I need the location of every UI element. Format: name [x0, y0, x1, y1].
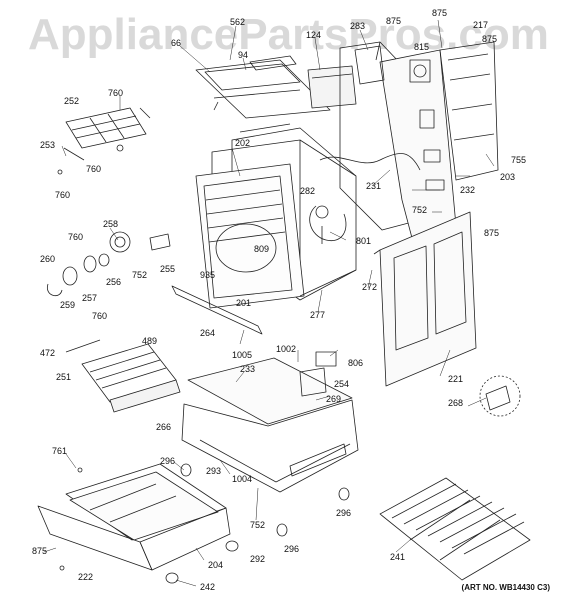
side-panel — [373, 211, 477, 387]
part-label: 266 — [156, 422, 172, 432]
top-panel — [307, 65, 357, 109]
part-label: 201 — [236, 298, 252, 308]
part-label: 562 — [230, 17, 246, 27]
part-label: 94 — [238, 50, 249, 60]
thermostat-parts — [46, 231, 171, 297]
part-label: 292 — [250, 554, 266, 564]
part-label: 1004 — [232, 474, 253, 484]
oven-cavity — [195, 123, 357, 309]
oven-bottom-base — [181, 351, 359, 493]
watermark-text: AppliancePartsPros.com — [28, 10, 549, 59]
part-label: 66 — [171, 38, 182, 48]
part-label: 1005 — [232, 350, 253, 360]
part-label: 221 — [448, 374, 464, 384]
part-label: 296 — [284, 544, 300, 554]
bake-element — [65, 339, 181, 413]
part-label: 203 — [500, 172, 516, 182]
part-label: 801 — [356, 236, 372, 246]
hardware-small-parts — [57, 169, 521, 584]
part-label: 875 — [484, 228, 500, 238]
part-label: 242 — [200, 582, 216, 592]
part-label: 760 — [108, 88, 124, 98]
part-label: 935 — [200, 270, 216, 280]
part-label: 296 — [160, 456, 176, 466]
part-label: 232 — [460, 185, 476, 195]
part-label: 255 — [160, 264, 176, 274]
part-label: 233 — [240, 364, 256, 374]
top-vent-trim — [195, 55, 331, 119]
leader-lines — [43, 19, 495, 587]
part-label: 472 — [40, 348, 56, 358]
part-label: 752 — [250, 520, 266, 530]
part-label: 256 — [106, 277, 122, 287]
part-label: 264 — [200, 328, 216, 338]
part-label: 809 — [254, 244, 270, 254]
broil-element — [63, 107, 151, 161]
part-label: 124 — [306, 30, 322, 40]
part-label: 231 — [366, 181, 382, 191]
part-label: 755 — [511, 155, 527, 165]
lower-trim-rail — [171, 285, 263, 335]
part-label: 815 — [414, 42, 430, 52]
part-label: 293 — [206, 466, 222, 476]
part-label: 282 — [300, 186, 316, 196]
part-label: 296 — [336, 508, 352, 518]
art-number: (ART NO. WB14430 C3) — [461, 583, 550, 592]
part-label: 272 — [362, 282, 378, 292]
part-label: 806 — [348, 358, 364, 368]
part-label: 253 — [40, 140, 56, 150]
part-label: 257 — [82, 293, 98, 303]
part-label: 760 — [92, 311, 108, 321]
part-label: 761 — [52, 446, 68, 456]
part-label: 752 — [412, 205, 428, 215]
part-label: 252 — [64, 96, 80, 106]
part-label: 760 — [68, 232, 84, 242]
part-label: 277 — [310, 310, 326, 320]
part-label: 268 — [448, 398, 464, 408]
part-label: 875 — [432, 8, 448, 18]
part-label: 875 — [386, 16, 402, 26]
part-label: 760 — [55, 190, 71, 200]
part-label: 241 — [390, 552, 406, 562]
storage-drawer — [37, 463, 231, 571]
part-label: 259 — [60, 300, 76, 310]
part-label: 251 — [56, 372, 72, 382]
part-label: 204 — [208, 560, 224, 570]
part-label: 254 — [334, 379, 350, 389]
part-label: 760 — [86, 164, 102, 174]
part-label: 875 — [482, 34, 498, 44]
part-label: 222 — [78, 572, 94, 582]
part-label: 875 — [32, 546, 48, 556]
part-label: 202 — [235, 138, 251, 148]
part-label: 258 — [103, 219, 119, 229]
part-label: 260 — [40, 254, 56, 264]
part-label: 1002 — [276, 344, 297, 354]
part-label: 489 — [142, 336, 158, 346]
part-label: 217 — [473, 20, 489, 30]
part-label: 269 — [326, 394, 342, 404]
part-label: 283 — [350, 21, 366, 31]
part-label: 752 — [132, 270, 148, 280]
rear-panel-assembly — [339, 41, 499, 239]
oven-rack — [379, 477, 531, 581]
wire-harness — [309, 153, 421, 244]
